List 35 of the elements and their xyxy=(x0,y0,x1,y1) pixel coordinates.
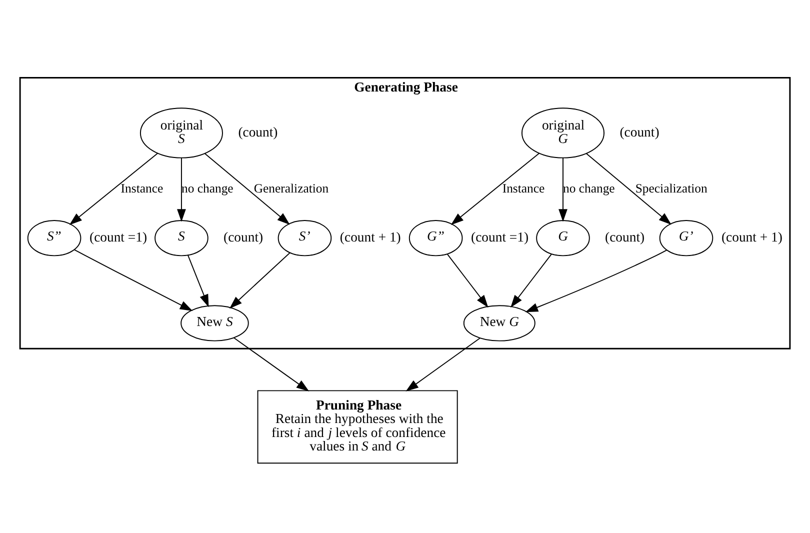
arrow xyxy=(188,255,209,308)
node-ellipse: G’ xyxy=(659,220,714,256)
arrow xyxy=(446,254,488,308)
arrow xyxy=(510,254,552,308)
arrow xyxy=(558,157,568,222)
node-ellipse: S xyxy=(154,220,208,256)
arrow xyxy=(229,252,290,309)
node-label: (count =1) xyxy=(471,230,529,245)
node-label: (count =1) xyxy=(90,230,148,245)
arrow xyxy=(69,152,158,225)
arrow xyxy=(525,250,668,312)
arrow xyxy=(586,153,672,225)
edge-label: Generalization xyxy=(254,182,329,196)
node-ellipse: G xyxy=(536,220,590,256)
arrow xyxy=(204,153,290,225)
node-label: (count + 1) xyxy=(721,230,782,245)
node-ellipse: S’ xyxy=(278,220,332,256)
node-label: (count) xyxy=(238,124,278,140)
node-ellipse: original G xyxy=(521,108,604,158)
arrow xyxy=(177,157,186,222)
node-label: (count) xyxy=(620,124,660,140)
node-label: (count) xyxy=(605,230,645,245)
arrow xyxy=(74,249,193,311)
node-label: (count + 1) xyxy=(340,230,401,245)
arrow xyxy=(450,152,540,225)
node-ellipse: New S xyxy=(180,305,249,342)
node-label: (count) xyxy=(224,230,264,245)
edge-label: Specialization xyxy=(635,182,708,196)
node-ellipse: original S xyxy=(140,108,223,158)
node-ellipse: G” xyxy=(408,220,463,256)
node-ellipse: New G xyxy=(463,305,536,342)
node-ellipse: S” xyxy=(27,220,82,256)
node-box: Pruning Phase Retain the hypotheses with the first i and j levels of confidence values in S and G xyxy=(257,390,458,464)
edge-label: Instance xyxy=(120,182,164,196)
edge-label: Instance xyxy=(502,182,545,196)
